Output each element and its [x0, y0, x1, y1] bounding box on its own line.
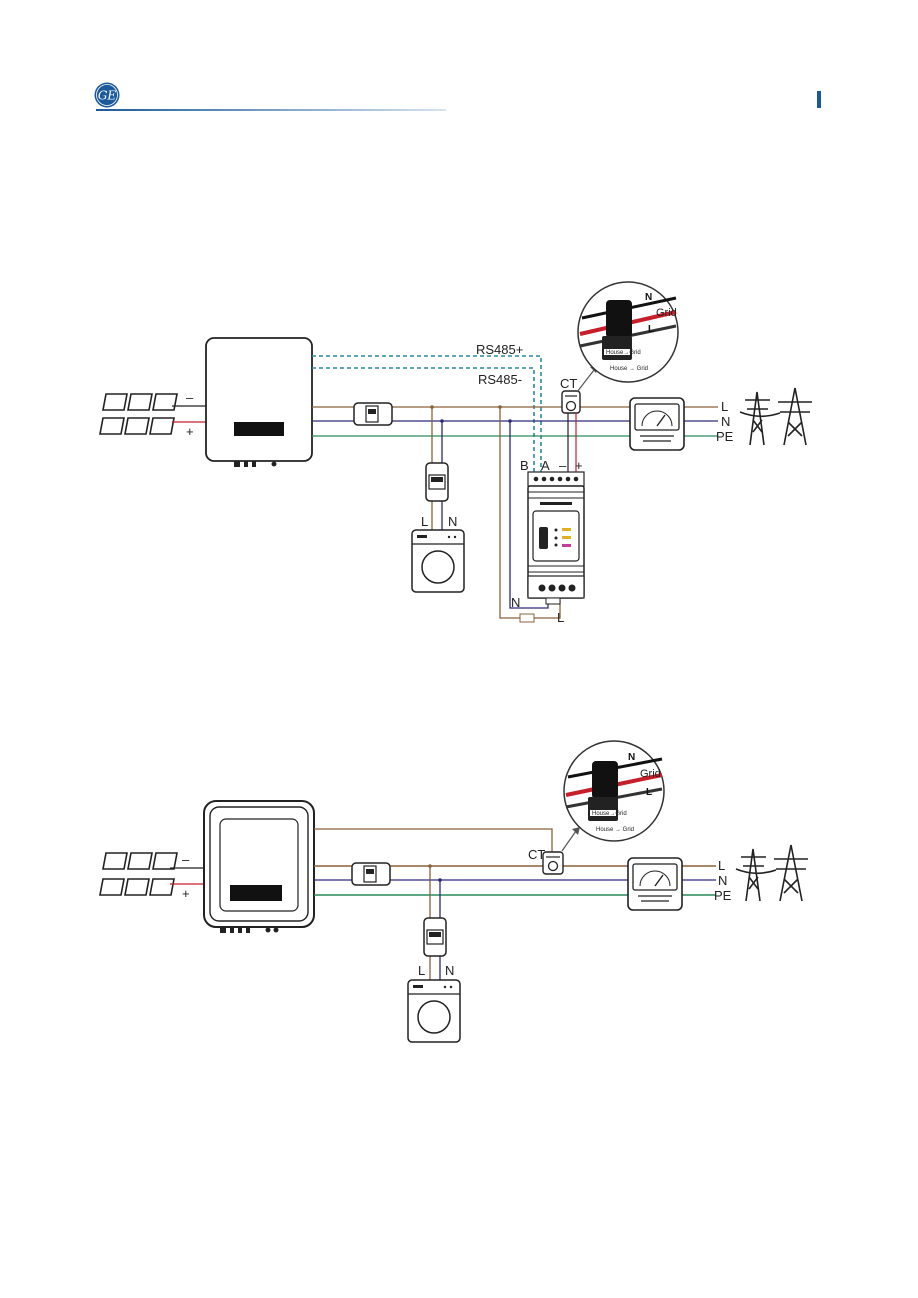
wiring-diagram-ct-only: – + L N PE L N [0, 735, 918, 1055]
hybrid-inverter [204, 801, 314, 933]
ct-detail-direction-label: House → Grid [596, 827, 634, 833]
load-n-label: N [448, 514, 457, 529]
meter-minus-label: – [559, 458, 567, 473]
ct-sensor [562, 391, 580, 413]
ct-cable [314, 829, 552, 857]
line-n-label: N [721, 414, 730, 429]
pv-minus-label: – [186, 390, 194, 405]
ct-sensor [543, 852, 563, 874]
line-l-label: L [718, 858, 725, 873]
line-l-label: L [721, 399, 728, 414]
line-pe-label: PE [716, 429, 734, 444]
load-breaker [424, 918, 446, 956]
ct-detail-l-label: L [646, 787, 652, 798]
ct-detail-grid-label: Grid [640, 768, 661, 780]
grid-meter-icon [628, 858, 682, 910]
smart-meter [528, 472, 584, 604]
washing-machine-icon [412, 530, 464, 592]
meter-n-label: N [511, 595, 520, 610]
power-pylon-icon [740, 388, 812, 445]
meter-b-label: B [520, 458, 529, 473]
load-l-label: L [418, 963, 425, 978]
main-breaker [354, 403, 392, 425]
ct-detail-grid-label: Grid [656, 307, 677, 319]
line-pe-label: PE [714, 888, 732, 903]
ct-detail-l-label: L [648, 324, 654, 335]
ct-label: CT [528, 847, 545, 862]
load-l-label: L [421, 514, 428, 529]
ct-detail-n-label: N [628, 752, 635, 763]
wiring-diagram-with-meter: – + RS485+ RS485- L N PE L N [0, 270, 918, 635]
ct-detail-direction-label: House → Grid [610, 366, 648, 372]
rs485-plus-label: RS485+ [476, 342, 523, 357]
main-breaker [352, 863, 390, 885]
load-n-label: N [445, 963, 454, 978]
logo-text: GE [98, 89, 117, 103]
pv-minus-label: – [182, 852, 190, 867]
pv-plus-label: + [186, 424, 194, 439]
ct-detail-n-label: N [645, 292, 652, 303]
inverter [206, 338, 312, 467]
power-pylon-icon [736, 845, 808, 901]
fuse-icon [520, 614, 534, 622]
meter-plus-label: + [575, 458, 583, 473]
load-breaker [426, 463, 448, 501]
line-n-label: N [718, 873, 727, 888]
page-header: GE [0, 0, 918, 120]
meter-l-label: L [557, 610, 564, 625]
svg-text:House→Grid: House→Grid [606, 350, 641, 356]
pv-panel-group [100, 853, 177, 895]
header-marker [817, 91, 821, 108]
ct-label: CT [560, 376, 577, 391]
meter-a-label: A [541, 458, 550, 473]
header-rule [96, 109, 446, 111]
pv-panel-group [100, 394, 177, 434]
washing-machine-icon [408, 980, 460, 1042]
grid-meter-icon [630, 398, 684, 450]
pv-plus-label: + [182, 886, 190, 901]
ge-logo: GE [94, 82, 120, 108]
svg-text:House→Grid: House→Grid [592, 811, 627, 817]
rs485-minus-label: RS485- [478, 372, 522, 387]
